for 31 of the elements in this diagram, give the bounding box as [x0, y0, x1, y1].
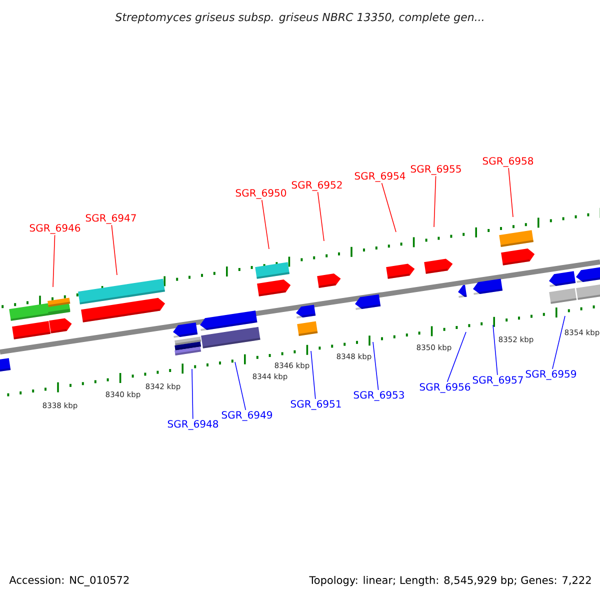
leader-line — [508, 168, 514, 218]
leader-line — [372, 342, 379, 390]
leader-line — [492, 324, 498, 376]
gene-label: SGR_6954 — [354, 172, 406, 182]
gene-label: SGR_6947 — [86, 214, 136, 224]
gene-label: SGR_6957 — [472, 376, 523, 386]
gene-label: SGR_6946 — [30, 224, 80, 234]
gene-label: SGR_6951 — [290, 400, 341, 410]
gene-label: SGR_6959 — [526, 370, 576, 380]
title: Streptomyces griseus subsp. griseus NBRC 13350, complete gen... — [115, 12, 484, 24]
gene-label: SGR_6948 — [168, 420, 218, 430]
footer-text: Topology: linear; Length: 8,545,929 bp; Genes: 7,222 — [309, 576, 591, 586]
leader-line — [234, 362, 246, 410]
footer-text: Accession: NC_010572 — [9, 576, 129, 586]
leader-line — [192, 368, 194, 420]
leader-line — [317, 192, 324, 242]
gene-label: SGR_6955 — [410, 165, 461, 175]
leader-line — [446, 332, 466, 382]
gene-label: SGR_6956 — [420, 383, 470, 393]
leader-line — [262, 200, 270, 250]
leader-line — [310, 350, 316, 400]
leader-line — [111, 224, 118, 276]
gene-label: SGR_6952 — [292, 181, 342, 191]
gene-label: SGR_6958 — [482, 157, 534, 167]
leader-line — [381, 182, 396, 232]
leader-line — [552, 316, 566, 370]
gene-label: SGR_6953 — [354, 391, 404, 401]
gene-label: SGR_6950 — [236, 189, 286, 199]
leader-line — [434, 176, 436, 228]
leader-line — [52, 234, 56, 288]
gene-label: SGR_6949 — [222, 411, 272, 421]
